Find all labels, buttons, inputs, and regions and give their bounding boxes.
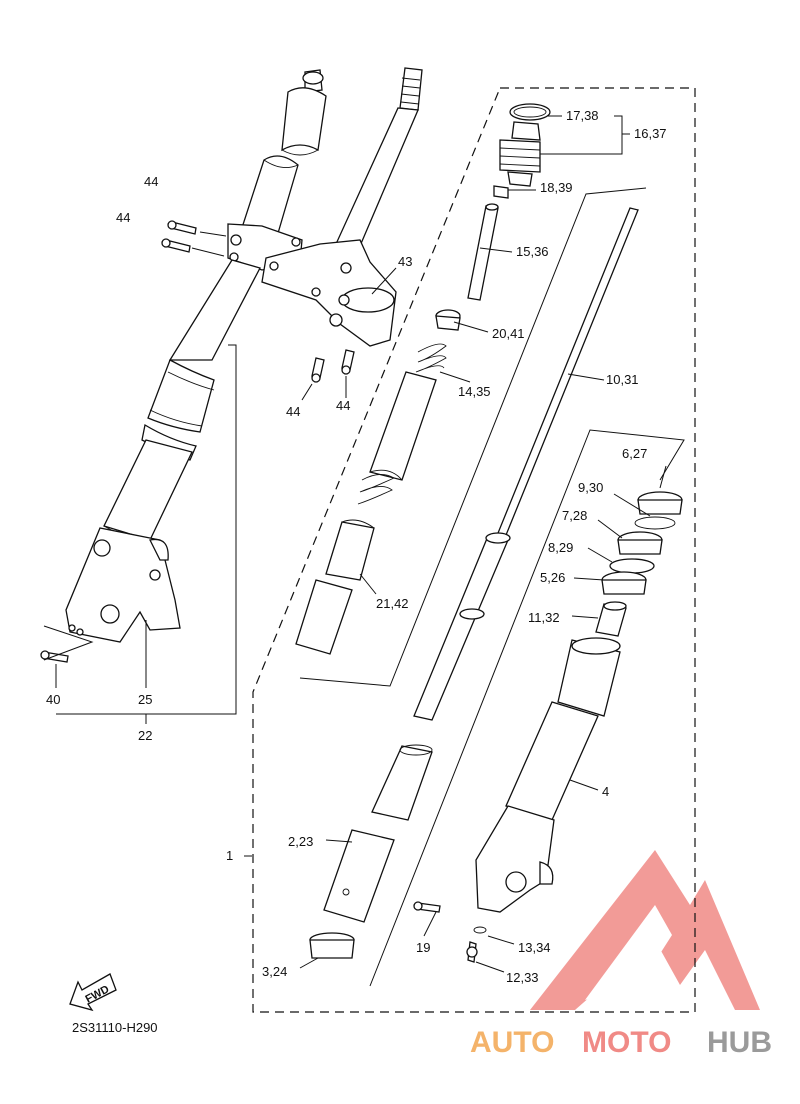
callout-25: 25 [138,692,152,707]
callout-3-24: 3,24 [262,964,287,979]
callout-22: 22 [138,728,152,743]
callout-43: 43 [398,254,412,269]
inner-tube [323,744,433,923]
callout-2-23: 2,23 [288,834,313,849]
callout-44-a: 44 [144,174,158,189]
callout-8-29: 8,29 [548,540,573,555]
watermark-hub-text: HUB [707,1026,772,1059]
fwd-arrow: FWD [69,973,117,1012]
callout-15-36: 15,36 [516,244,549,259]
bolts-44 [161,220,355,383]
inner-assembly-boundary [252,87,696,1013]
spring-seat-and-spring [357,309,461,505]
callout-4: 4 [602,784,609,799]
damper-rod [467,203,499,301]
assembled-fork-leg [65,69,327,643]
callout-11-32: 11,32 [528,610,560,625]
inner-rod [413,207,639,721]
callout-12-33: 12,33 [506,970,539,985]
watermark-logo [530,850,760,1010]
callout-19: 19 [416,940,430,955]
callout-9-30: 9,30 [578,480,603,495]
callout-7-28: 7,28 [562,508,587,523]
callout-5-26: 5,26 [540,570,565,585]
seal-and-bushing-stack [595,491,683,637]
diagram-code: 2S31110-H290 [72,1020,158,1035]
watermark-moto-text: MOTO [582,1026,671,1059]
spacer-pipe [295,519,375,655]
callout-1: 1 [226,848,233,863]
callout-44-d: 44 [336,398,350,413]
small-bolts [40,650,487,963]
callout-40: 40 [46,692,60,707]
callout-labels: 17,38 16,37 18,39 15,36 43 20,41 14,35 1… [46,108,667,985]
callout-20-41: 20,41 [492,326,525,341]
callout-44-b: 44 [116,210,130,225]
callout-44-c: 44 [286,404,300,419]
callout-10-31: 10,31 [606,372,639,387]
outer-tube [475,637,621,913]
leader-lines [43,115,685,987]
callout-18-39: 18,39 [540,180,573,195]
callout-17-38: 17,38 [566,108,599,123]
watermark-auto-text: AUTO [470,1026,554,1059]
callout-13-34: 13,34 [518,940,551,955]
callout-21-42: 21,42 [376,596,409,611]
callout-6-27: 6,27 [622,446,647,461]
steering-stem-bracket [261,67,423,347]
cap-bolt-assembly [493,103,551,199]
callout-14-35: 14,35 [458,384,491,399]
slide-metal [309,932,355,959]
watermark-text: AUTO MOTO HUB [470,1026,772,1059]
callout-16-37: 16,37 [634,126,667,141]
